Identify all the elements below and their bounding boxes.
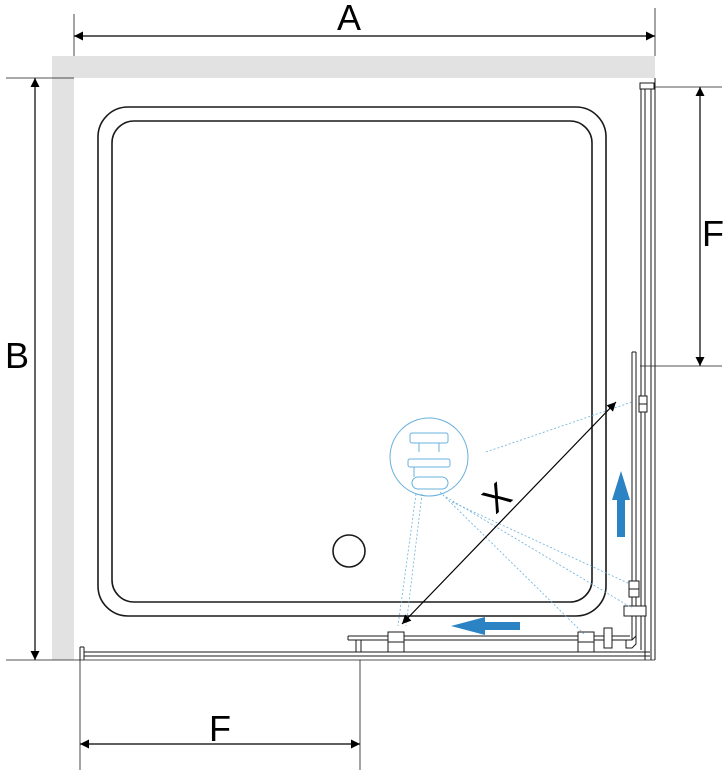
dimension-f-bottom: F (80, 708, 360, 749)
back-wall (52, 56, 655, 78)
extension-lines (6, 8, 722, 770)
tray-inner-basin (111, 120, 593, 603)
dimension-f-right-label: F (702, 213, 724, 254)
tray-outer-rim (97, 106, 607, 617)
diagonal-x-label: X (474, 474, 519, 521)
shower-tray (97, 106, 607, 617)
front-glass-panel (79, 634, 650, 660)
handle-bottom (603, 627, 613, 649)
dimension-b: B (5, 78, 40, 660)
dimension-b-label: B (5, 335, 29, 376)
diagonal-x: X (401, 401, 617, 625)
slide-up-arrow-icon (612, 471, 630, 537)
slide-arrows (451, 471, 630, 635)
roller-lower-right-2 (623, 605, 647, 617)
walls (52, 56, 655, 660)
hinge-detail-icon (389, 417, 469, 497)
dimension-a-label: A (337, 0, 361, 38)
roller-hardware (387, 395, 648, 653)
dimension-f-right: F (695, 87, 724, 366)
right-glass-panel (631, 78, 656, 660)
slide-left-arrow-icon (451, 617, 520, 635)
drain-icon (332, 534, 366, 568)
dimension-a: A (74, 0, 655, 41)
dimension-f-bottom-label: F (209, 708, 231, 749)
detail-guide-lines (397, 401, 633, 635)
left-wall (52, 56, 74, 660)
